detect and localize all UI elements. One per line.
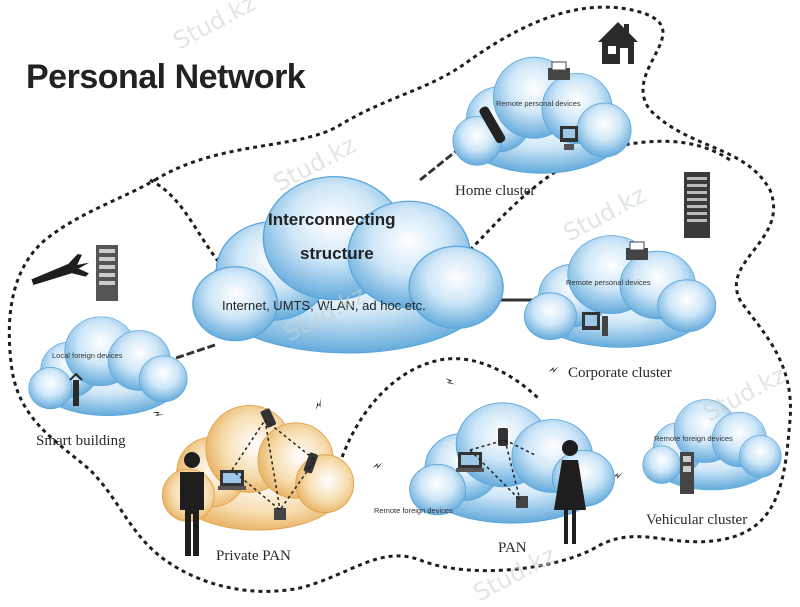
core-cloud [191,175,505,355]
corporate-printer-icon [626,241,648,260]
vehicular-cluster-label: Vehicular cluster [646,512,748,528]
corporate-cloud-inner-label: Remote personal devices [566,278,651,287]
airplane-icon [31,254,90,286]
smart-building-icon [96,245,118,301]
private-pan-internal-links [231,418,317,512]
core-cloud-subtitle: Internet, UMTS, WLAN, ad hoc etc. [222,298,426,313]
wireless-bolt-core-pan [312,398,326,411]
handheld-device-icon [303,452,318,474]
computer-icon [560,126,578,150]
wireless-bolt-smart [151,407,165,420]
link-core-smart [169,343,216,362]
smart-building-label: Smart building [36,433,126,449]
pan-laptop-icon [456,452,484,472]
antenna-icon [69,372,83,406]
boundary-inner-right [468,139,731,252]
laptop-icon [218,470,246,490]
smart-building-cloud [28,316,188,417]
corporate-cloud [523,234,717,349]
home-cluster-label: Home cluster [455,183,536,199]
office-building-icon [684,172,710,238]
man-silhouette-icon [180,452,204,556]
home-cloud-inner-label: Remote personal devices [496,99,581,108]
boundary-inner-left [149,178,331,299]
diagram-title: Personal Network [26,58,306,96]
woman-silhouette-icon [554,440,586,544]
core-cloud-title-line2: structure [300,244,374,263]
vehicle-device-icon [680,452,694,494]
wireless-bolt-corporate [548,366,559,373]
mobile-device-icon [260,408,277,428]
corporate-cluster-label: Corporate cluster [568,365,672,381]
private-pan-label: Private PAN [216,548,291,564]
printer-icon [548,61,570,80]
wireless-bolt-remote [372,462,383,469]
wireless-bolt-core-pan2 [444,375,456,389]
boundary-inner-bottom [333,357,542,481]
house-icon [598,22,638,64]
pan-label: PAN [498,540,527,556]
smart-building-cloud-inner-label: Local foreign devices [52,351,123,360]
vehicular-cloud-inner-label: Remote foreign devices [654,434,733,443]
home-cloud [452,56,632,174]
pan-internal-links [469,439,536,501]
pan-mobile-icon [498,428,508,446]
sensor-device-icon [274,508,286,520]
pan-remote-devices-label: Remote foreign devices [374,506,453,515]
core-cloud-title-line1: Interconnecting [268,210,396,229]
phone-icon [479,106,506,144]
corporate-computer-icon [582,312,608,336]
